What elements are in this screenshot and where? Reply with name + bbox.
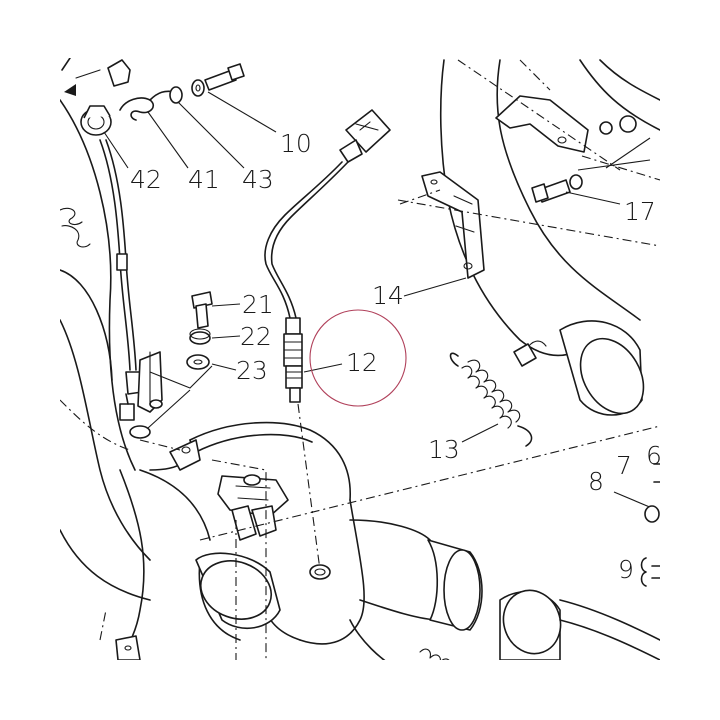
axis-main xyxy=(199,425,660,541)
mount-bracket-left xyxy=(137,351,163,413)
axis-17c xyxy=(581,155,660,181)
leader-13 xyxy=(461,423,499,443)
label-22: 22 xyxy=(240,322,272,351)
right-edge-parts xyxy=(613,463,660,587)
leader-17 xyxy=(565,191,621,205)
leader-42 xyxy=(103,131,129,169)
label-9: 9 xyxy=(618,555,634,584)
axis-left xyxy=(60,399,131,451)
leader-43 xyxy=(177,101,245,169)
part-13-spring xyxy=(449,352,533,447)
left-cable xyxy=(99,139,143,421)
leader-17c xyxy=(577,159,651,171)
leader-21 xyxy=(211,303,241,307)
lower-right-pipe xyxy=(419,589,660,660)
label-12: 12 xyxy=(346,348,378,377)
central-manifold xyxy=(139,421,483,660)
callout-labels: 10 42 41 43 17 14 21 22 23 12 13 6 7 8 9 xyxy=(130,129,662,584)
upper-right-bracket xyxy=(495,95,637,203)
axis-14a xyxy=(397,199,660,247)
axis-clamp-c xyxy=(139,439,181,451)
part-23-washer xyxy=(129,354,210,439)
pipe-bracket-14 xyxy=(421,171,485,279)
label-14: 14 xyxy=(372,281,404,310)
part-10-bolt xyxy=(204,63,245,91)
part-22-rubber xyxy=(189,328,211,345)
part-41-bracket-wire xyxy=(119,90,176,121)
leader-22 xyxy=(211,335,241,339)
label-13: 13 xyxy=(428,435,460,464)
axis-17a xyxy=(457,59,621,171)
axis-14b xyxy=(399,189,441,205)
leader-12 xyxy=(303,363,343,373)
label-6: 6 xyxy=(646,441,662,470)
leader-14 xyxy=(403,277,467,297)
part-21-bolt xyxy=(191,291,213,329)
leader-17b xyxy=(605,137,651,169)
lower-left-bracket xyxy=(115,635,141,660)
label-23: 23 xyxy=(236,356,268,385)
axis-12 xyxy=(297,403,321,571)
label-41: 41 xyxy=(188,165,220,194)
central-clamp xyxy=(169,439,289,541)
label-21: 21 xyxy=(242,290,274,319)
drawing-area xyxy=(60,58,660,660)
label-42: 42 xyxy=(130,165,162,194)
part-42-grommet xyxy=(80,105,112,136)
leader-23b xyxy=(147,389,191,429)
part-43-washer xyxy=(169,79,205,104)
part-14-exhaust-pipe xyxy=(439,59,660,416)
part-12-lambda-sensor xyxy=(264,109,391,403)
leader-10 xyxy=(207,91,277,133)
label-8: 8 xyxy=(588,467,604,496)
axis-lower-left xyxy=(99,609,107,641)
left-spring xyxy=(60,207,91,248)
leader-23 xyxy=(149,363,237,389)
axis-17b xyxy=(519,59,551,91)
label-7: 7 xyxy=(616,451,632,480)
highlight-circle-12 xyxy=(309,309,407,407)
label-10: 10 xyxy=(280,129,312,158)
top-left-small-bracket xyxy=(61,58,131,96)
label-43: 43 xyxy=(242,165,274,194)
label-17: 17 xyxy=(624,197,656,226)
leader-41 xyxy=(147,111,189,169)
